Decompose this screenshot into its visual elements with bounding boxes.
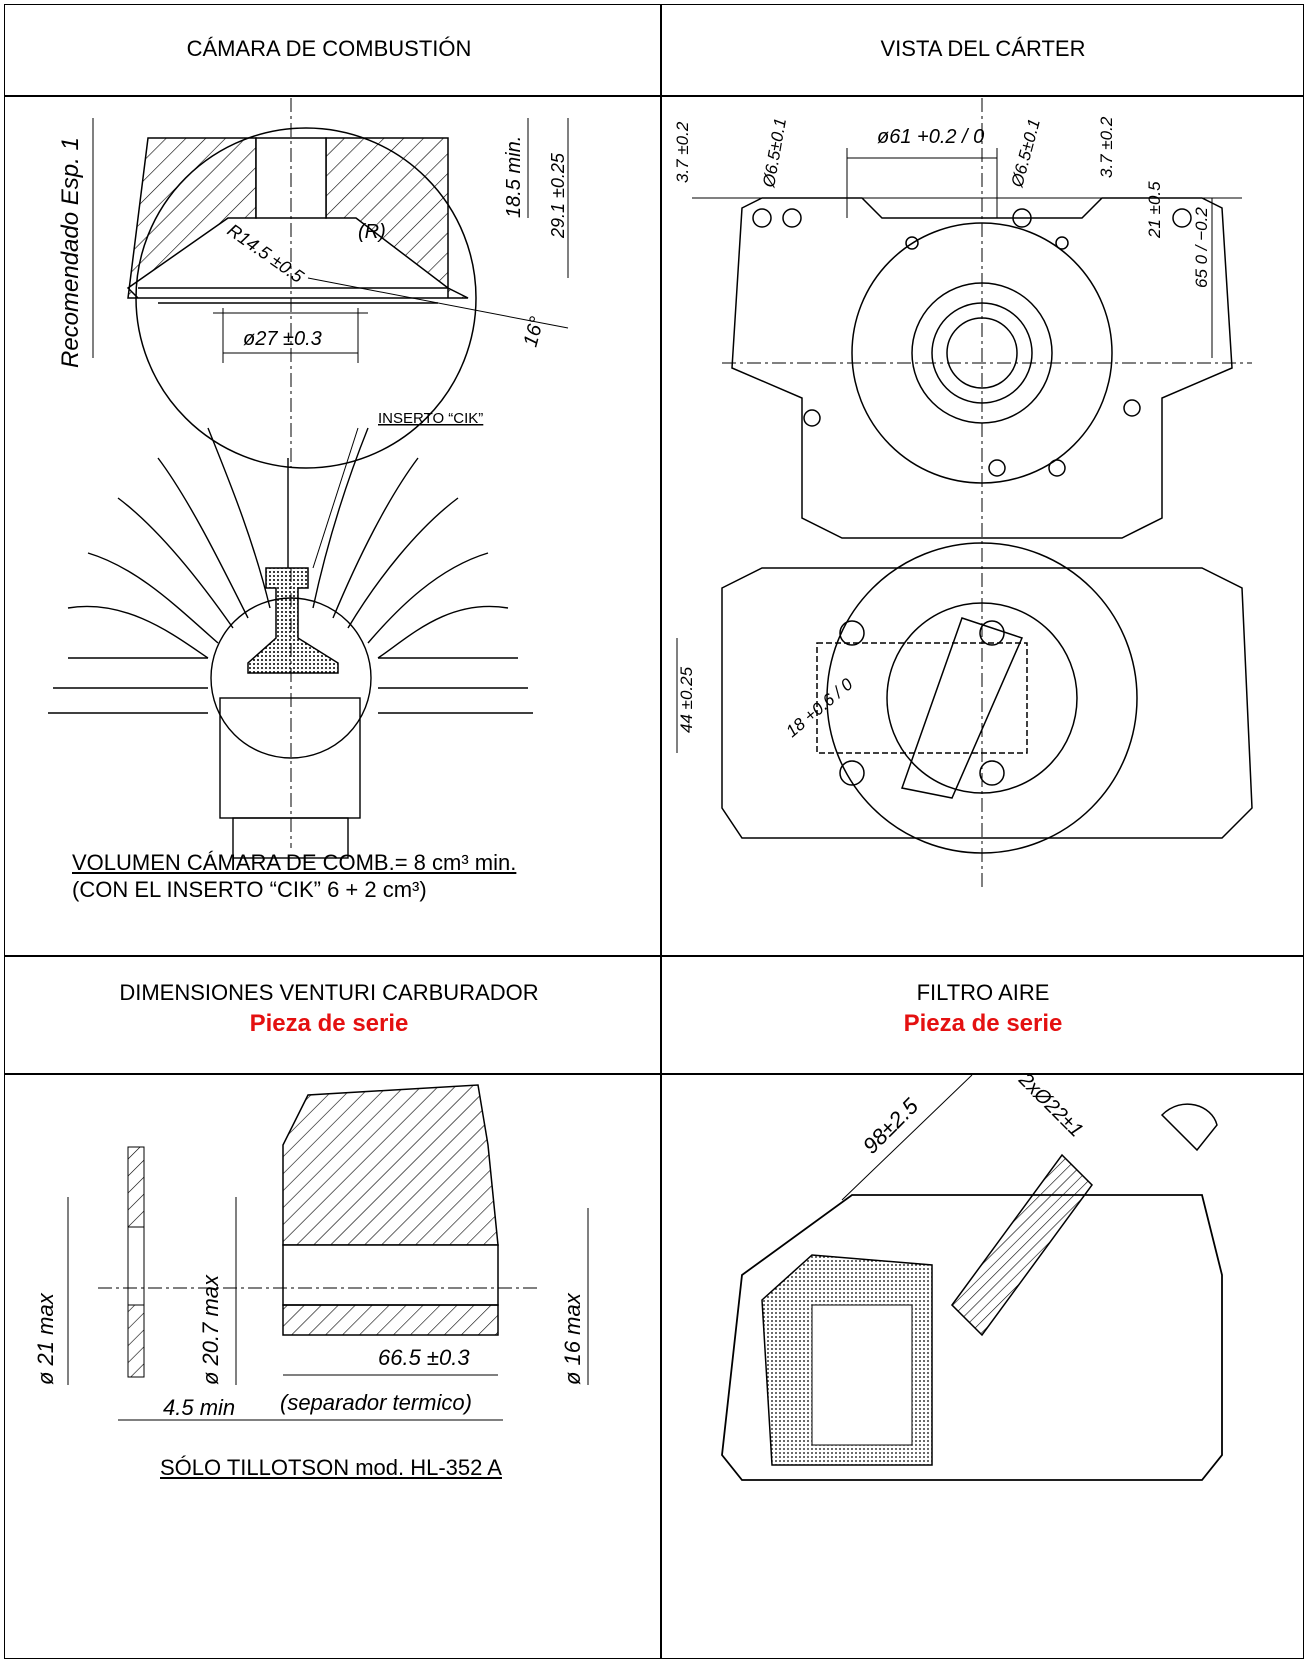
header-venturi-red: Pieza de serie xyxy=(249,1010,409,1037)
cik-insert xyxy=(247,567,339,674)
header-venturi-title: DIMENSIONES VENTURI CARBURADOR xyxy=(119,980,539,1005)
filter-housing xyxy=(721,1194,1223,1481)
dim-4-5: 4.5 min xyxy=(163,1395,235,1420)
header-air-filter: FILTRO AIRE Pieza de serie xyxy=(658,980,1308,1038)
row-divider-3 xyxy=(5,1073,1303,1075)
dim-21-max: ø 21 max xyxy=(33,1292,58,1385)
combustion-chamber-drawing: ø27 ±0.3 18.5 min. 29.1 ±0.25 Recomendad… xyxy=(48,98,569,859)
air-filter-drawing: 98±2.5 N°2xØ22±1 xyxy=(721,1075,1223,1481)
r-label: (R) xyxy=(358,221,386,243)
dim-20-7-max: ø 20.7 max xyxy=(198,1274,223,1385)
dim-n2: N°2xØ22±1 xyxy=(998,1075,1087,1142)
volume-note-insert: (CON EL INSERTO “CIK” 6 + 2 cm³) xyxy=(72,877,427,902)
dim-6-5-left: Ø6.5±0.1 xyxy=(759,117,790,190)
dim-3-7-left: 3.7 ±0.2 xyxy=(673,121,692,183)
dim-18-5: 18.5 min. xyxy=(503,136,525,218)
dim-6-5-right: Ø6.5±0.1 xyxy=(1007,117,1044,190)
thermal-separator: (separador termico) xyxy=(280,1390,472,1415)
crankcase-outline xyxy=(731,197,1233,539)
dim-29-1: 29.1 ±0.25 xyxy=(548,152,568,239)
dim-3-7-right: 3.7 ±0.2 xyxy=(1097,116,1116,178)
dim-44: 44 ±0.25 xyxy=(677,666,696,733)
recommended-thickness: Recomendado Esp. 1 xyxy=(57,137,84,368)
venturi-drawing: ø 21 max ø 20.7 max ø 16 max 66.5 ±0.3 4… xyxy=(33,1084,589,1421)
header-air-filter-title: FILTRO AIRE xyxy=(916,980,1050,1005)
dim-21: 21 ±0.5 xyxy=(1145,181,1164,239)
header-venturi: DIMENSIONES VENTURI CARBURADOR Pieza de … xyxy=(4,980,654,1038)
insert-label: INSERTO “CIK” xyxy=(378,410,483,427)
dim-65: 65 0 / −0.2 xyxy=(1192,207,1211,288)
crankcase-drawing: ø61 +0.2 / 0 3.7 ±0.2 Ø6.5±0.1 Ø6.5±0.1 … xyxy=(673,98,1253,888)
cylinder-base-view xyxy=(721,567,1253,839)
column-divider xyxy=(660,5,662,1658)
header-crankcase-view: VISTA DEL CÁRTER xyxy=(880,36,1086,61)
radius-label: R14.5 ±0.5 xyxy=(224,220,308,287)
row-divider-1 xyxy=(5,95,1303,97)
chamber-diameter: ø27 ±0.3 xyxy=(243,328,322,350)
dim-18: 18 +0.6 / 0 xyxy=(782,674,857,741)
row-divider-2 xyxy=(5,955,1303,957)
dim-98: 98±2.5 xyxy=(858,1093,924,1159)
spec-table xyxy=(4,4,1304,1659)
dim-16-max: ø 16 max xyxy=(560,1292,585,1385)
header-combustion-chamber: CÁMARA DE COMBUSTIÓN xyxy=(186,36,472,61)
dim-66-5: 66.5 ±0.3 xyxy=(378,1345,470,1370)
volume-note: VOLUMEN CÁMARA DE COMB.= 8 cm³ min. xyxy=(72,850,517,875)
only-tillotson: SÓLO TILLOTSON mod. HL-352 A xyxy=(160,1455,502,1480)
filter-outlet-tube xyxy=(951,1153,1093,1337)
dim-61: ø61 +0.2 / 0 xyxy=(877,126,984,148)
header-air-filter-red: Pieza de serie xyxy=(903,1010,1063,1037)
carburetor-body xyxy=(282,1084,499,1246)
